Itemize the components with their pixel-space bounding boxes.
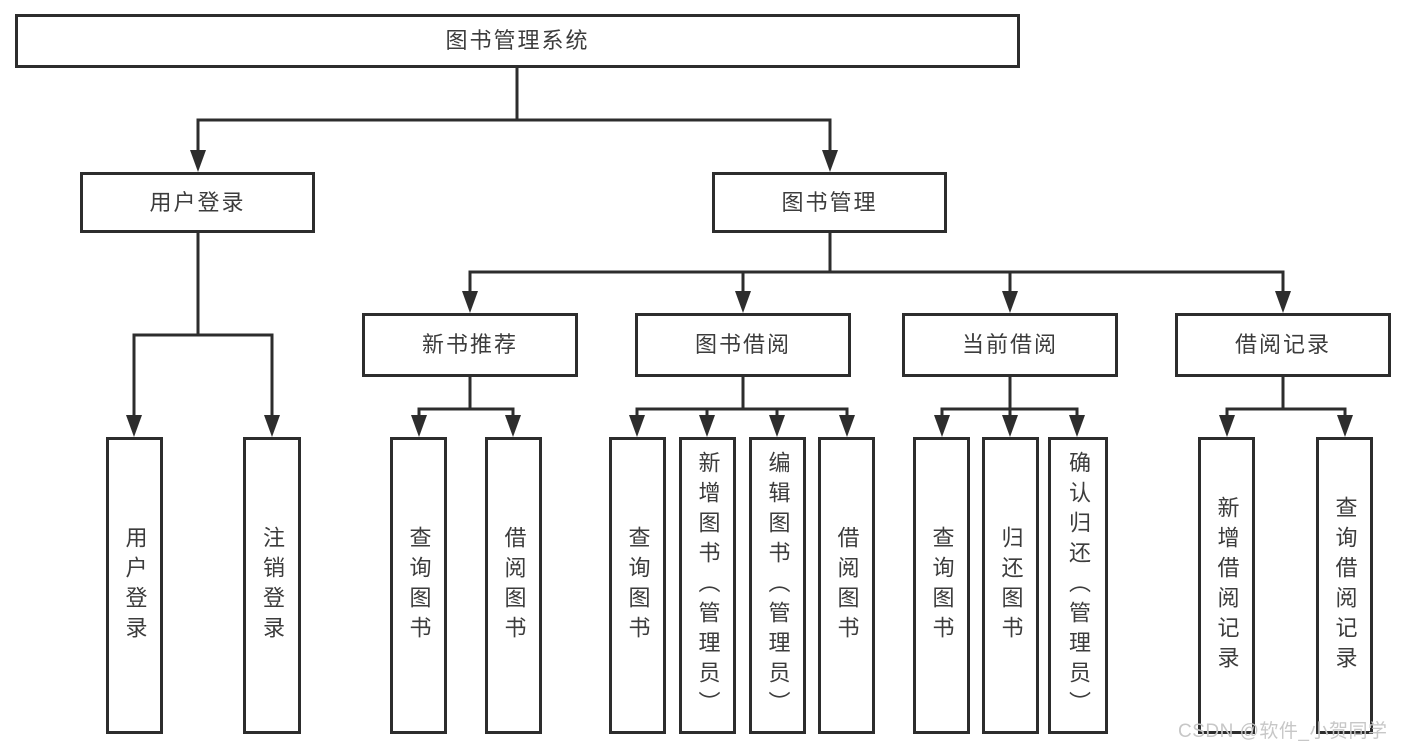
node-borrow-records: 借阅记录 [1175, 313, 1391, 377]
node-label: 查询图书 [625, 525, 651, 646]
node-current-borrow: 当前借阅 [902, 313, 1118, 377]
node-label: 用户登录 [122, 525, 148, 646]
node-label: 归还图书 [998, 525, 1024, 646]
leaf-borrow-add-books-admin: 新增图书（管理员） [679, 437, 736, 734]
node-label: 查询借阅记录 [1332, 495, 1358, 676]
node-label: 确认归还（管理员） [1066, 450, 1091, 721]
node-new-book-recommend: 新书推荐 [362, 313, 578, 377]
leaf-borrow-query-books: 查询图书 [609, 437, 666, 734]
node-label: 编辑图书（管理员） [765, 450, 791, 721]
node-label: 注销登录 [260, 525, 285, 646]
connector-paths [132, 68, 1347, 424]
leaf-logout: 注销登录 [243, 437, 301, 734]
leaf-records-query-borrow-record: 查询借阅记录 [1316, 437, 1373, 734]
node-label: 借阅图书 [834, 525, 860, 646]
leaf-current-return-books: 归还图书 [982, 437, 1039, 734]
node-user-login: 用户登录 [80, 172, 315, 233]
node-library-management-system: 图书管理系统 [15, 14, 1020, 68]
node-label: 新增图书（管理员） [695, 450, 721, 721]
leaf-current-query-books: 查询图书 [913, 437, 970, 734]
leaf-borrow-edit-books-admin: 编辑图书（管理员） [749, 437, 806, 734]
leaf-recommend-query-books: 查询图书 [390, 437, 447, 734]
node-label: 新增借阅记录 [1214, 495, 1240, 676]
leaf-current-confirm-return-admin: 确认归还（管理员） [1048, 437, 1108, 734]
node-label: 借阅图书 [501, 525, 527, 646]
watermark: CSDN @软件_小贺同学 [1178, 721, 1388, 742]
node-label: 查询图书 [406, 525, 432, 646]
node-book-management: 图书管理 [712, 172, 947, 233]
arrowheads [126, 150, 1353, 437]
leaf-recommend-borrow-books: 借阅图书 [485, 437, 542, 734]
leaf-user-login: 用户登录 [106, 437, 163, 734]
node-label: 查询图书 [929, 525, 955, 646]
node-book-borrow: 图书借阅 [635, 313, 851, 377]
leaf-borrow-borrow-books: 借阅图书 [818, 437, 875, 734]
leaf-records-add-borrow-record: 新增借阅记录 [1198, 437, 1255, 734]
